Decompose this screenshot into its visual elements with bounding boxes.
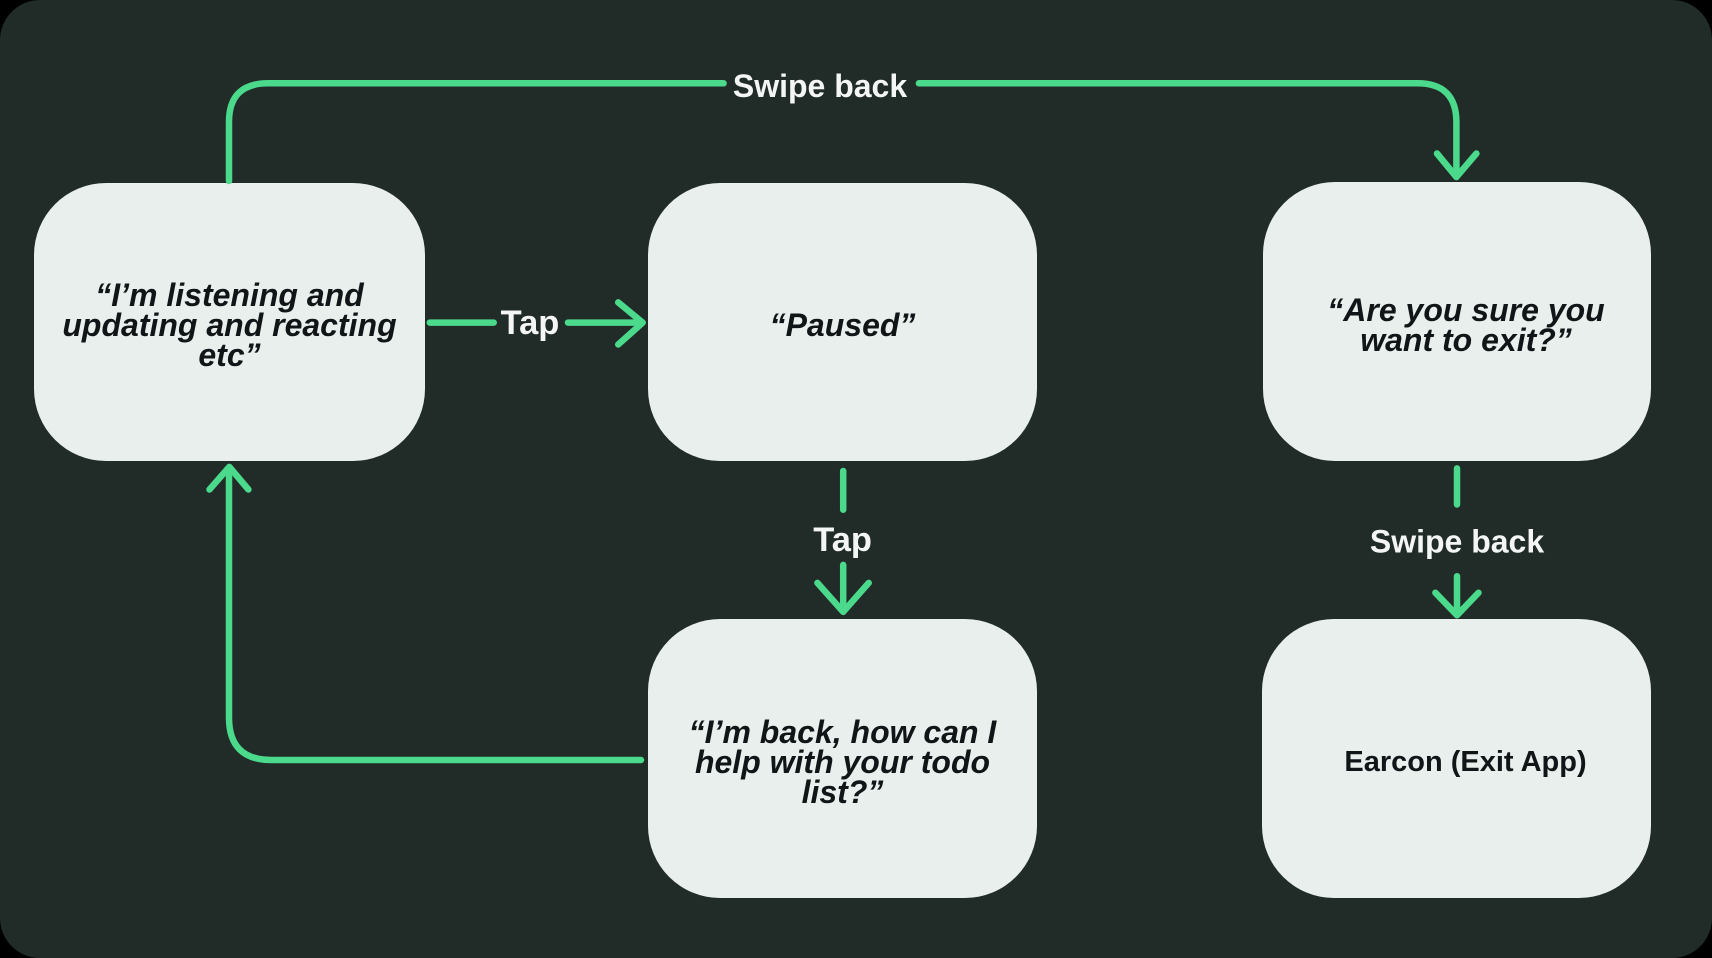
svg-text:Tap: Tap <box>813 521 872 559</box>
svg-text:Tap: Tap <box>501 304 560 342</box>
svg-text:Swipe back: Swipe back <box>1370 523 1545 559</box>
svg-text:Swipe back: Swipe back <box>733 68 908 104</box>
